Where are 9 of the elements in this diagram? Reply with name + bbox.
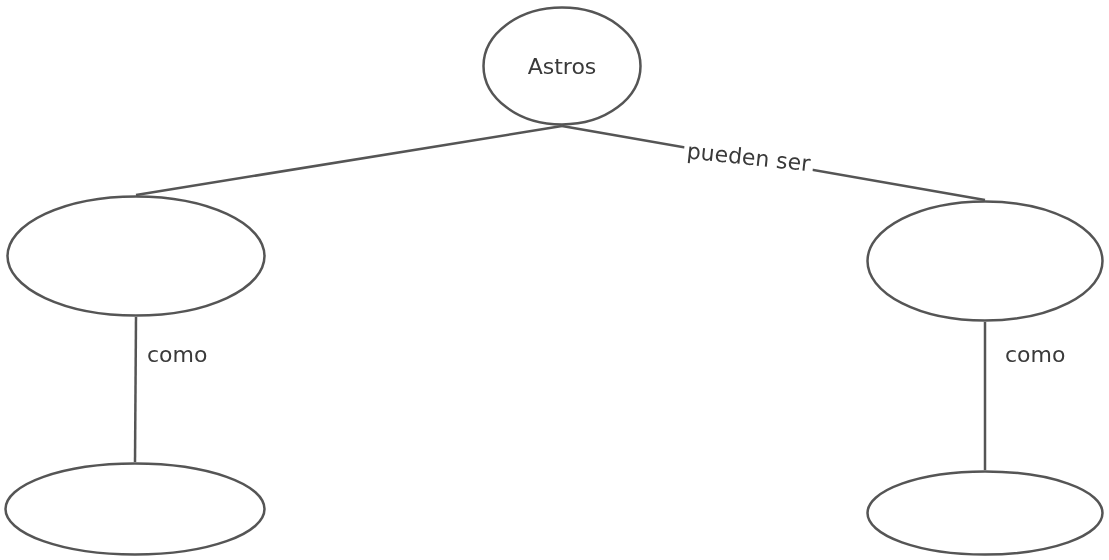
ellipse-node	[866, 200, 1104, 322]
ellipse-node	[866, 470, 1104, 556]
connector-line	[135, 124, 563, 197]
connector-line	[133, 317, 138, 462]
node-label: Astros	[527, 53, 597, 79]
ellipse-node	[4, 462, 266, 556]
ellipse-node	[6, 195, 266, 317]
ellipse-node	[482, 6, 642, 126]
connector-line	[983, 322, 987, 470]
